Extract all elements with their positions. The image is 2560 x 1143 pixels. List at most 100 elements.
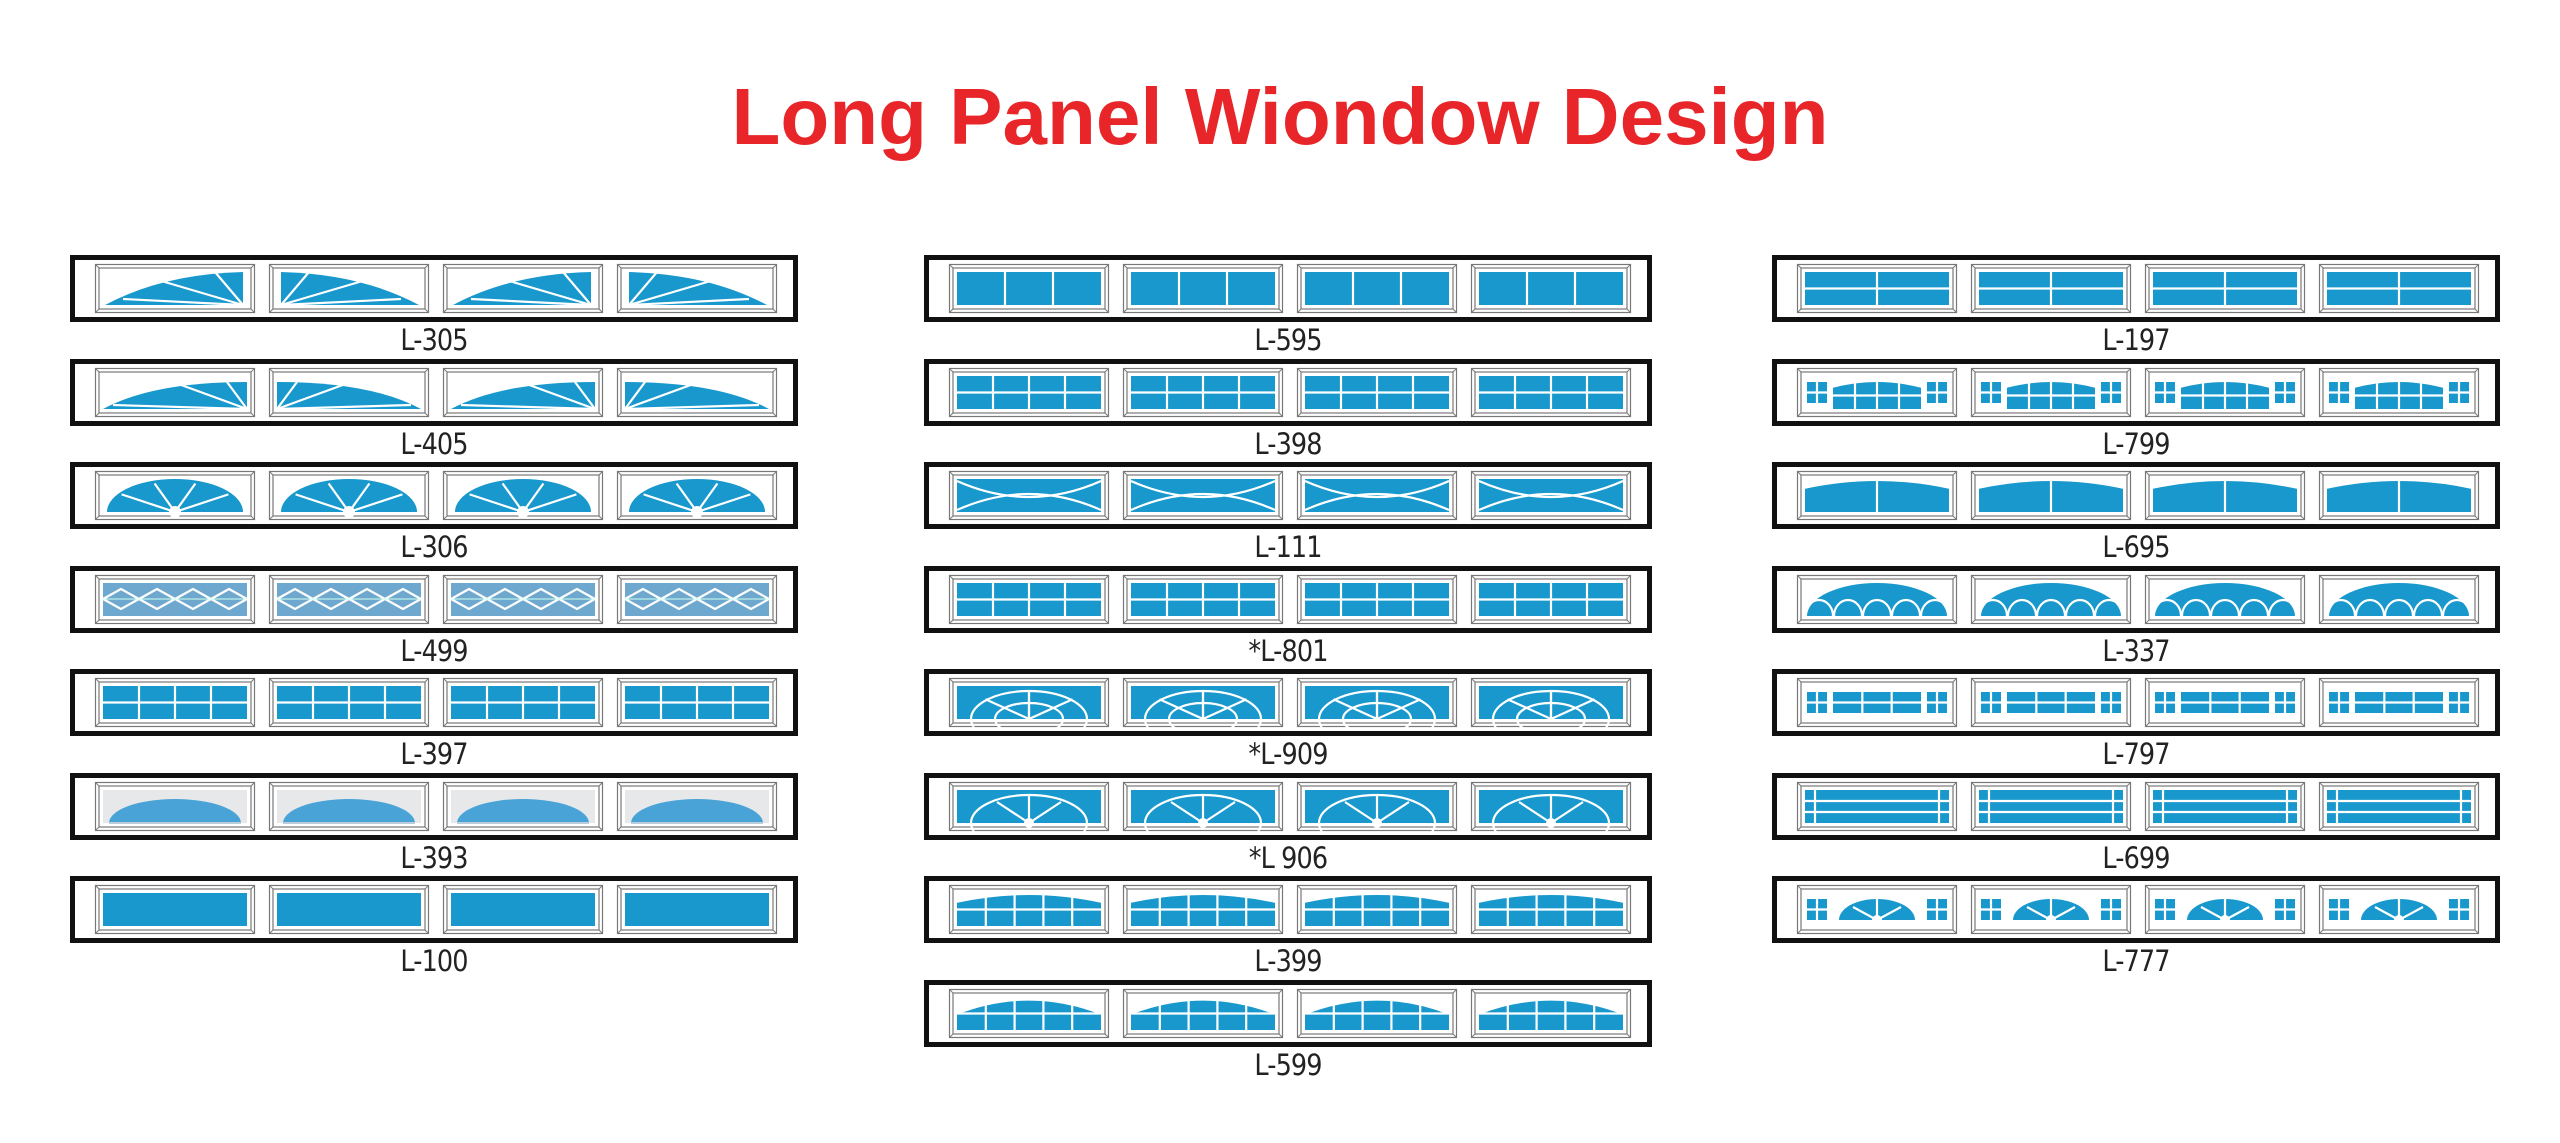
window-pane [1470,677,1632,731]
door-panel-side-grid [1772,669,2500,736]
window-pane [1970,781,2132,831]
window-pane [1796,367,1958,417]
window-pane [948,884,1110,935]
window-pane [1796,263,1958,314]
window-pane [1122,470,1284,521]
panel-windows [94,677,778,728]
window-pane [2144,781,2306,831]
window-pane [1122,263,1284,314]
window-design-item: L-595 [924,255,1652,359]
door-panel-arch-grid-low [924,979,1652,1047]
window-pane [1470,574,1632,624]
window-design-item: L-306 [70,462,798,566]
window-pane [2318,884,2480,935]
window-pane [616,263,778,314]
panel-windows [94,884,778,935]
window-pane [94,884,256,935]
window-pane [948,988,1110,1038]
window-pane [442,367,604,417]
window-design-item: L-799 [1772,358,2500,463]
window-pane [2318,470,2480,521]
window-pane [1122,677,1284,731]
window-pane [1122,884,1284,935]
design-code-label: L-777 [2102,944,2170,978]
window-design-item: L-305 [70,255,798,359]
window-pane [442,677,604,728]
design-code-label: L-799 [2102,426,2170,461]
door-panel-grid-4x2 [924,358,1652,426]
window-pane [94,470,256,521]
window-pane [1796,781,1958,831]
window-pane [1122,574,1284,624]
door-panel-sun-single [924,772,1652,840]
design-code-label: L-699 [2102,840,2170,875]
design-code-label: L-397 [400,737,468,771]
door-panel-side-arch [1772,358,2500,426]
window-pane [268,367,430,417]
design-code-label: L-499 [400,633,468,668]
panel-windows [948,781,1632,835]
window-pane [616,781,778,831]
window-pane [1470,988,1632,1038]
window-pane [616,884,778,935]
column-right: L-197 L-799 L-695 L-337 [1772,255,2500,980]
window-design-item: L-599 [924,979,1652,1084]
design-code-label: *L-801 [1248,633,1328,668]
panel-windows [948,263,1632,314]
page-title: Long Panel Wiondow Design [731,72,1829,161]
window-design-item: L-398 [924,358,1652,463]
window-pane [1970,367,2132,417]
window-pane [268,781,430,831]
window-pane [2318,574,2480,624]
design-code-label: L-305 [400,323,468,357]
window-pane [1296,263,1458,314]
window-pane [616,367,778,417]
window-pane [1470,470,1632,521]
window-pane [1970,677,2132,728]
window-pane [268,677,430,728]
panel-windows [1796,884,2480,935]
window-pane [1122,781,1284,835]
door-panel-dome-solid [70,772,798,840]
design-code-label: L-398 [1254,426,1322,461]
window-pane [1470,367,1632,417]
window-pane [948,263,1110,314]
window-pane [268,884,430,935]
window-design-item: L-197 [1772,255,2500,359]
window-design-item: L-405 [70,358,798,463]
window-pane [1470,884,1632,935]
window-pane [1296,884,1458,935]
window-pane [1970,574,2132,624]
window-pane [1470,263,1632,314]
window-pane [268,574,430,624]
panel-windows [948,470,1632,521]
door-panel-fan-flat [70,358,798,426]
window-pane [1796,677,1958,728]
panel-windows [94,367,778,417]
window-pane [616,574,778,624]
window-pane [616,677,778,728]
door-panel-arch-grid [924,876,1652,943]
panel-windows [948,677,1632,731]
window-pane [616,470,778,521]
design-code-label: L-695 [2102,530,2170,564]
panel-windows [94,470,778,521]
design-code-label: L-399 [1254,944,1322,978]
window-design-item: *L-909 [924,669,1652,773]
design-code-label: L-100 [400,944,468,978]
design-code-label: L-111 [1254,530,1322,564]
door-panel-fan [70,255,798,322]
window-pane [1970,884,2132,935]
panel-windows [948,988,1632,1038]
window-pane [2144,574,2306,624]
panel-windows [1796,574,2480,624]
window-pane [1796,470,1958,521]
window-pane [442,470,604,521]
window-pane [2144,367,2306,417]
panel-windows [948,367,1632,417]
window-pane [1796,574,1958,624]
window-pane [94,367,256,417]
window-pane [442,781,604,831]
panel-windows [948,574,1632,624]
panel-windows [1796,263,2480,314]
